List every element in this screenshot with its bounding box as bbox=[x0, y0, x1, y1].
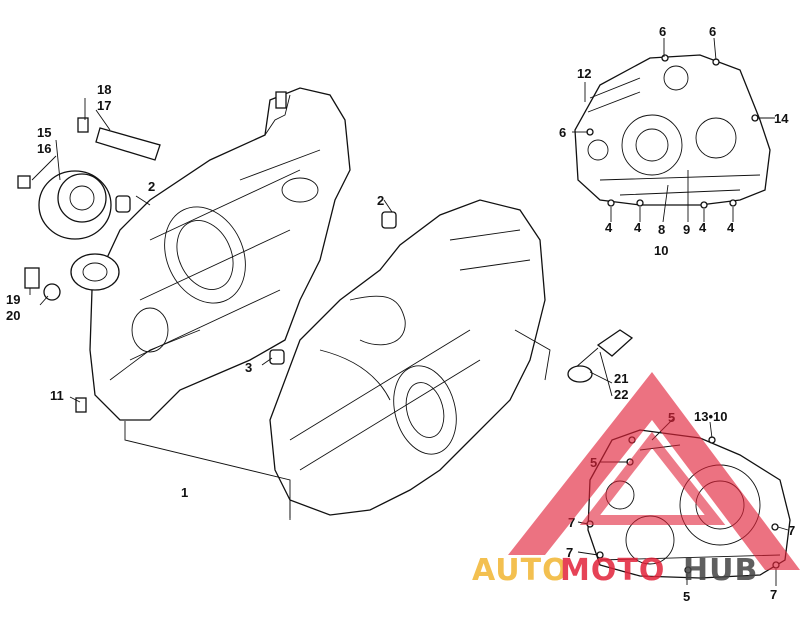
callout-11: 11 bbox=[50, 388, 64, 403]
callout-7-a: 7 bbox=[568, 515, 575, 530]
watermark-moto: MOTO bbox=[560, 553, 665, 588]
callout-4-b: 4 bbox=[634, 220, 642, 235]
callout-22: 22 bbox=[614, 387, 628, 402]
dowel-pin-2-left bbox=[115, 195, 131, 213]
callout-15: 15 bbox=[37, 125, 51, 140]
watermark-triangle-icon bbox=[508, 372, 800, 570]
small-parts bbox=[17, 117, 634, 413]
callout-17: 17 bbox=[97, 98, 111, 113]
dowel-pin-2-right bbox=[381, 211, 397, 229]
callout-9: 9 bbox=[683, 222, 690, 237]
callout-7-c: 7 bbox=[788, 523, 795, 538]
callout-3: 3 bbox=[245, 360, 252, 375]
center-crankcase-half bbox=[269, 199, 551, 516]
bearing-plate bbox=[70, 253, 120, 291]
oil-seal-15-16 bbox=[17, 170, 112, 240]
automotohub-watermark: AUTO MOTO HUB bbox=[472, 372, 800, 588]
drain-plug-19-20 bbox=[24, 267, 61, 301]
callout-4-d: 4 bbox=[727, 220, 735, 235]
callout-13-10: 13•10 bbox=[694, 409, 727, 424]
callout-14: 14 bbox=[774, 111, 789, 126]
callout-7-d: 7 bbox=[770, 587, 777, 602]
callout-16: 16 bbox=[37, 141, 51, 156]
callout-4-a: 4 bbox=[605, 220, 613, 235]
dipstick-21-22 bbox=[567, 329, 634, 383]
watermark-auto: AUTO bbox=[472, 553, 569, 588]
callout-20: 20 bbox=[6, 308, 20, 323]
callout-labels: 1 2 2 3 4 4 4 4 5 5 5 6 6 6 7 7 7 7 8 9 … bbox=[6, 24, 795, 604]
callout-12: 12 bbox=[577, 66, 591, 81]
cover-detail-bottom-right bbox=[586, 429, 791, 579]
watermark-hub: HUB bbox=[683, 553, 758, 588]
plug-11 bbox=[75, 397, 87, 413]
callout-10: 10 bbox=[654, 243, 668, 258]
callout-21: 21 bbox=[614, 371, 628, 386]
callout-18: 18 bbox=[97, 82, 111, 97]
callout-8: 8 bbox=[658, 222, 665, 237]
callout-2-right: 2 bbox=[377, 193, 384, 208]
callout-2-left: 2 bbox=[148, 179, 155, 194]
cover-detail-top-right bbox=[574, 54, 771, 209]
dowel-pin-3 bbox=[269, 349, 285, 365]
callout-4-c: 4 bbox=[699, 220, 707, 235]
callout-6-a: 6 bbox=[659, 24, 666, 39]
callout-6-b: 6 bbox=[709, 24, 716, 39]
callout-7-b: 7 bbox=[566, 545, 573, 560]
callout-19: 19 bbox=[6, 292, 20, 307]
callout-5-c: 5 bbox=[683, 589, 690, 604]
callout-6-c: 6 bbox=[559, 125, 566, 140]
left-crankcase-half bbox=[89, 87, 351, 421]
bolt-17-18 bbox=[77, 117, 161, 161]
callout-1: 1 bbox=[181, 485, 188, 500]
